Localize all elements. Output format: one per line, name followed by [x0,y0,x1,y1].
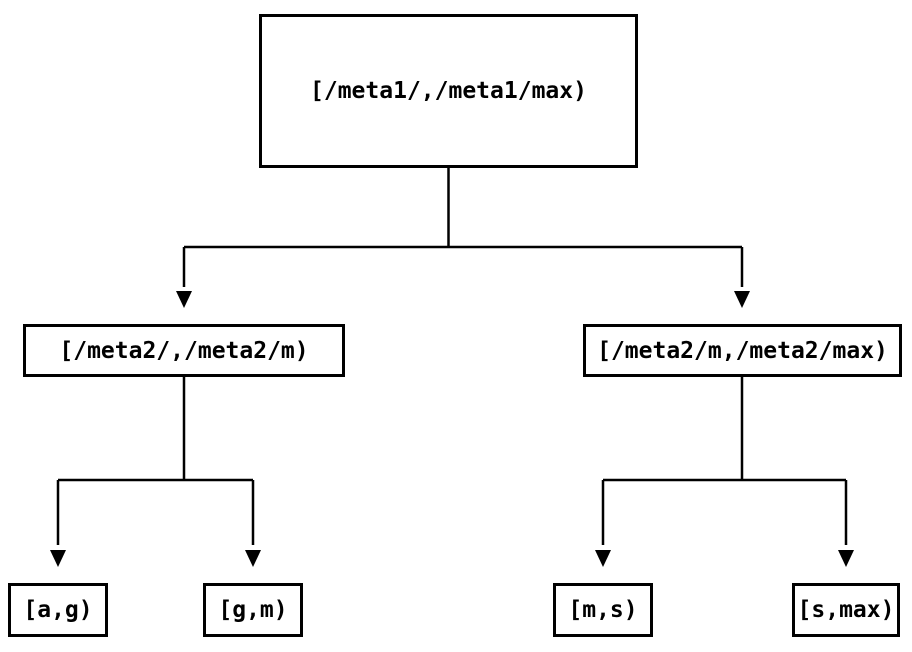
arrowhead-leaf-gm-icon [245,550,261,567]
node-right-child-label: [/meta2/m,/meta2/max) [597,337,888,364]
node-left-child-label: [/meta2/,/meta2/m) [59,337,309,364]
node-root: [/meta1/,/meta1/max) [259,14,638,168]
arrowhead-leaf-smax-icon [838,550,854,567]
node-leaf-ms: [m,s) [553,583,653,637]
node-leaf-smax: [s,max) [792,583,900,637]
node-leaf-gm: [g,m) [203,583,303,637]
node-leaf-ag: [a,g) [8,583,108,637]
arrowhead-leaf-ag-icon [50,550,66,567]
arrowhead-leaf-ms-icon [595,550,611,567]
node-leaf-ms-label: [m,s) [568,597,638,623]
node-right-child: [/meta2/m,/meta2/max) [583,324,902,377]
node-leaf-ag-label: [a,g) [23,597,93,623]
node-leaf-smax-label: [s,max) [797,597,895,623]
node-left-child: [/meta2/,/meta2/m) [23,324,345,377]
arrowhead-right-child-icon [734,291,750,308]
arrowhead-left-child-icon [176,291,192,308]
node-leaf-gm-label: [g,m) [218,597,288,623]
node-root-label: [/meta1/,/meta1/max) [310,78,587,104]
